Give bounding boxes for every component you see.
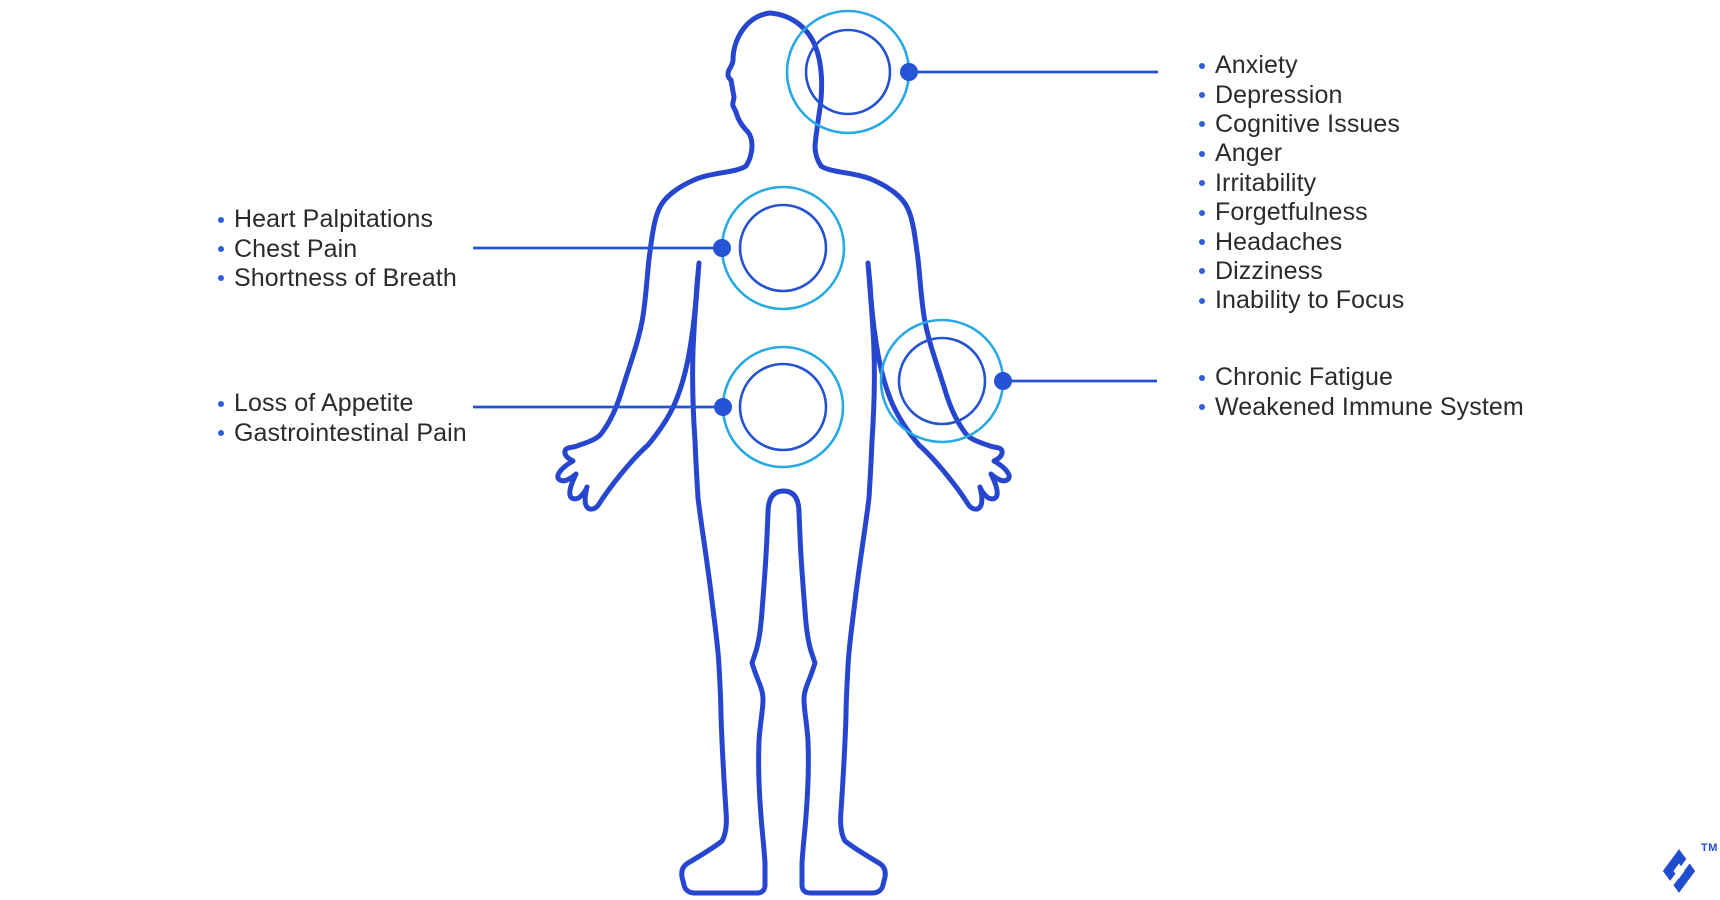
- brand-logo: TM: [1662, 842, 1720, 896]
- symptom-label: Headaches: [1215, 227, 1343, 256]
- list-item: Irritability: [1199, 169, 1404, 198]
- bullet-icon: [1199, 150, 1205, 157]
- symptom-label: Weakened Immune System: [1215, 392, 1524, 421]
- bullet-icon: [1199, 121, 1205, 128]
- bullet-icon: [1199, 180, 1205, 187]
- symptom-label: Inability to Focus: [1215, 286, 1405, 315]
- head-profile-outline: [725, 10, 825, 169]
- head-connector-dot: [900, 63, 918, 81]
- list-item: Shortness of Breath: [218, 264, 457, 293]
- hand-symptoms-list: Chronic Fatigue Weakened Immune System: [1199, 363, 1524, 422]
- hand-connector-dot: [994, 372, 1012, 390]
- symptom-label: Chest Pain: [234, 234, 358, 263]
- list-item: Headaches: [1199, 227, 1404, 256]
- list-item: Chronic Fatigue: [1199, 363, 1524, 392]
- abdomen-connector-dot: [714, 398, 732, 416]
- head-highlight-inner-circle: [804, 28, 892, 116]
- symptom-label: Forgetfulness: [1215, 198, 1368, 227]
- symptom-label: Anger: [1215, 139, 1283, 168]
- bullet-icon: [1199, 92, 1205, 99]
- chest-highlight-inner-circle: [738, 203, 828, 293]
- list-item: Anger: [1199, 139, 1404, 168]
- human-body-outline: [555, 10, 1009, 896]
- connectors: [473, 70, 1158, 409]
- bullet-icon: [1199, 209, 1205, 216]
- abdomen-symptoms-list: Loss of Appetite Gastrointestinal Pain: [218, 389, 467, 448]
- bullet-icon: [218, 246, 224, 253]
- list-item: Depression: [1199, 80, 1404, 109]
- hand-highlight-inner-circle: [897, 336, 987, 426]
- symptom-label: Chronic Fatigue: [1215, 363, 1393, 392]
- chest-connector-dot: [713, 239, 731, 257]
- bullet-icon: [1199, 374, 1205, 381]
- symptom-label: Irritability: [1215, 168, 1317, 197]
- list-item: Gastrointestinal Pain: [218, 418, 467, 447]
- connector-dots: [713, 63, 1012, 416]
- list-item: Heart Palpitations: [218, 205, 457, 234]
- bullet-icon: [218, 216, 224, 223]
- list-item: Inability to Focus: [1199, 286, 1404, 315]
- list-item: Weakened Immune System: [1199, 392, 1524, 421]
- symptom-label: Gastrointestinal Pain: [234, 418, 467, 447]
- symptom-label: Cognitive Issues: [1215, 109, 1401, 138]
- list-item: Dizziness: [1199, 257, 1404, 286]
- highlight-circles: [720, 9, 1005, 469]
- toptal-logo-icon: [1662, 849, 1696, 893]
- symptom-label: Dizziness: [1215, 256, 1323, 285]
- list-item: Anxiety: [1199, 51, 1404, 80]
- symptom-label: Anxiety: [1215, 51, 1298, 80]
- list-item: Loss of Appetite: [218, 389, 467, 418]
- symptom-label: Heart Palpitations: [234, 205, 434, 234]
- bullet-icon: [218, 430, 224, 437]
- abdomen-highlight-inner-circle: [738, 362, 828, 452]
- bullet-icon: [218, 400, 224, 407]
- symptom-label: Loss of Appetite: [234, 389, 414, 418]
- chest-symptoms-list: Heart Palpitations Chest Pain Shortness …: [218, 205, 457, 293]
- bullet-icon: [218, 275, 224, 282]
- bullet-icon: [1199, 62, 1205, 69]
- list-item: Forgetfulness: [1199, 198, 1404, 227]
- bullet-icon: [1199, 239, 1205, 246]
- trademark-label: TM: [1701, 842, 1718, 854]
- bullet-icon: [1199, 404, 1205, 411]
- symptom-label: Shortness of Breath: [234, 263, 457, 292]
- list-item: Cognitive Issues: [1199, 110, 1404, 139]
- symptom-label: Depression: [1215, 80, 1343, 109]
- head-symptoms-list: Anxiety Depression Cognitive Issues Ange…: [1199, 51, 1404, 316]
- list-item: Chest Pain: [218, 234, 457, 263]
- bullet-icon: [1199, 297, 1205, 304]
- bullet-icon: [1199, 268, 1205, 275]
